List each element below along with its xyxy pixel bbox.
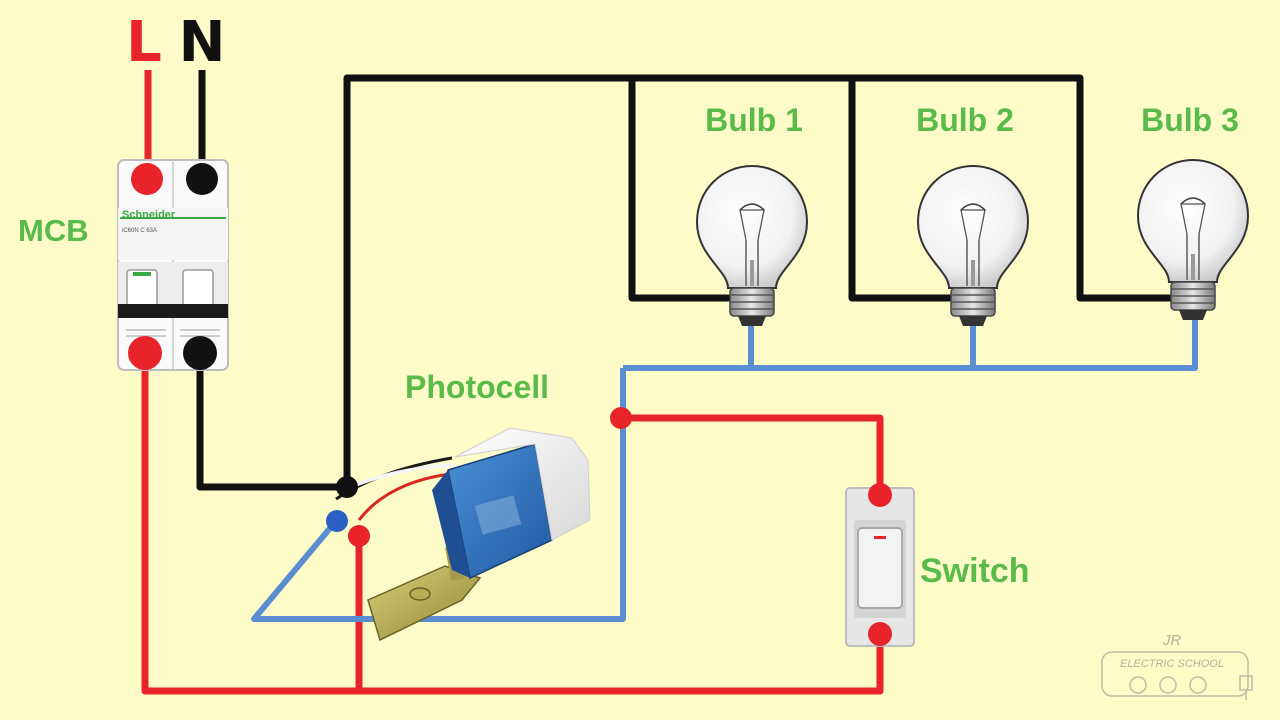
watermark-name: ELECTRIC SCHOOL: [1120, 658, 1224, 670]
mcb-model: iC60N C 63A: [122, 228, 157, 234]
label-bulb-1: Bulb 1: [705, 102, 803, 138]
label-bulb-2: Bulb 2: [916, 102, 1014, 138]
label-switch: Switch: [920, 552, 1030, 590]
label-line: L: [126, 10, 162, 75]
neutral-wire-bus: [343, 74, 1178, 487]
neutral-wires: [196, 70, 1178, 491]
junction-neutral-photocell: [336, 476, 358, 498]
live-wire-to-switch: [621, 414, 884, 495]
label-bulb-3: Bulb 3: [1141, 102, 1239, 138]
switched-wire-photocell-loop: [251, 368, 626, 622]
switched-wire-bus: [623, 320, 1198, 371]
label-photocell: Photocell: [405, 369, 549, 405]
switched-wires: [251, 320, 1198, 622]
junction-blue-photocell: [326, 510, 348, 532]
bulb-1: [696, 165, 808, 327]
junction-red-photocell: [348, 525, 370, 547]
bulb-2: [917, 165, 1029, 327]
neutral-wire-to-junction: [196, 354, 347, 491]
junction-red-switch-feed: [610, 407, 632, 429]
neutral-wire-bulb1: [628, 78, 736, 302]
electric-school-logo: JR ELECTRIC SCHOOL: [1101, 632, 1253, 700]
live-wire-bottom-loop: [141, 354, 884, 695]
switch-rocker: [857, 527, 903, 609]
mcb-terminal-neutral-out: [183, 336, 217, 370]
mcb-brand: Schneider: [122, 209, 176, 221]
switch-terminal-bottom: [868, 622, 892, 646]
live-wires: [141, 70, 884, 695]
photocell-sensor: [335, 427, 591, 642]
mcb-terminal-line-in: [131, 163, 163, 195]
switch-terminal-top: [868, 483, 892, 507]
mcb-breaker: Schneider iC60N C 63A: [117, 159, 229, 371]
label-neutral: N: [179, 10, 226, 75]
label-mcb: MCB: [18, 213, 89, 248]
watermark-initials: JR: [1162, 632, 1182, 649]
mcb-terminal-neutral-in: [186, 163, 218, 195]
wall-switch: [845, 483, 915, 647]
mcb-terminal-line-out: [128, 336, 162, 370]
neutral-wire-bulb2: [848, 78, 956, 302]
